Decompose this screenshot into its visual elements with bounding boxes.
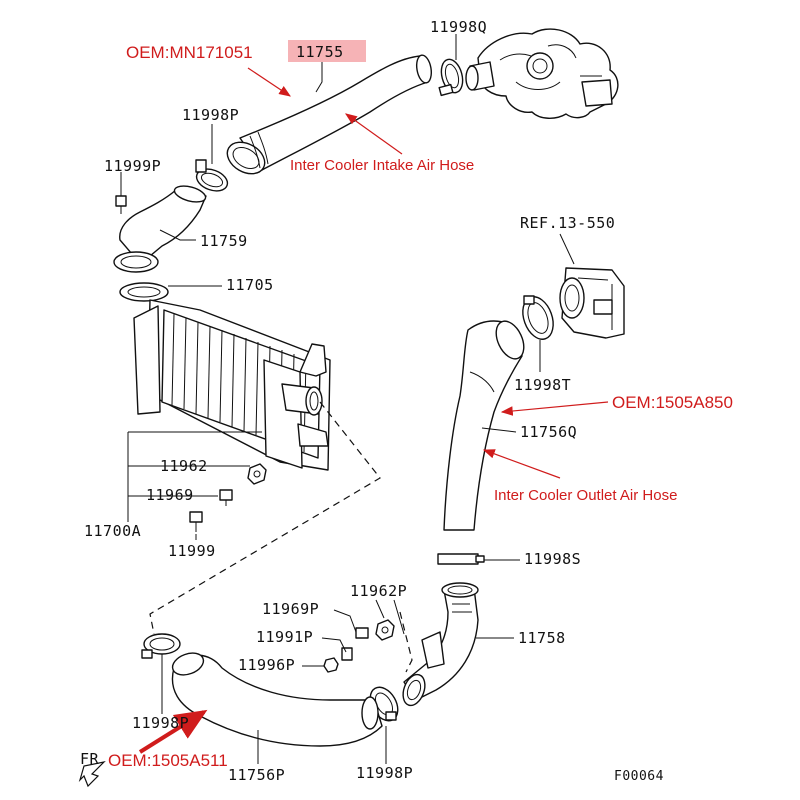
front-marker-label: FR <box>80 750 100 768</box>
label-11998p-bottom: 11998P <box>356 764 413 782</box>
bolt-11999 <box>189 511 203 532</box>
label-11996p: 11996P <box>238 656 295 674</box>
hose-clamp-11998t <box>522 295 554 340</box>
label-11756q: 11756Q <box>520 423 577 441</box>
label-11969p: 11969P <box>262 600 319 618</box>
label-11998p-top: 11998P <box>182 106 239 124</box>
label-11755: 11755 <box>296 43 344 61</box>
front-direction-arrow <box>78 761 106 788</box>
figure-code: F00064 <box>614 769 664 784</box>
oem-label-intake: OEM:MN171051 <box>126 43 253 62</box>
annotation-intake-hose: Inter Cooler Intake Air Hose <box>290 157 474 174</box>
label-11759: 11759 <box>200 232 248 250</box>
label-11999: 11999 <box>168 542 216 560</box>
label-11998q: 11998Q <box>430 18 487 36</box>
hose-clamp-11998p-upper <box>195 159 229 192</box>
label-11962: 11962 <box>160 457 208 475</box>
hose-clamp-11998q <box>438 58 464 97</box>
turbocharger <box>465 28 619 119</box>
label-11756p: 11756P <box>228 766 285 784</box>
label-11998t: 11998T <box>514 376 571 394</box>
gasket-11705 <box>119 282 169 302</box>
intake-air-hose-11755 <box>226 54 433 175</box>
hose-clamp-11998p-left <box>141 633 181 659</box>
nut-11962 <box>247 463 267 485</box>
bolt-11969p <box>355 627 369 639</box>
oem-label-lower: OEM:1505A511 <box>108 751 228 770</box>
label-11758: 11758 <box>518 629 566 647</box>
annotation-outlet-hose: Inter Cooler Outlet Air Hose <box>494 487 677 504</box>
label-11998p-left: 11998P <box>132 714 189 732</box>
label-11998s: 11998S <box>524 550 581 568</box>
part-11755-highlight <box>288 40 366 62</box>
intercooler-11700a <box>133 299 331 471</box>
annotation-arrows <box>138 67 609 754</box>
label-11999p: 11999P <box>104 157 161 175</box>
intercooler-pipe-11758 <box>402 582 479 707</box>
nut-11962p <box>375 619 395 641</box>
intercooler-pipe-11759 <box>113 185 207 273</box>
flow-line-intercooler-to-lower-hose <box>149 401 381 635</box>
label-ref-13-550: REF.13-550 <box>520 214 615 232</box>
nut-11996p <box>323 657 339 673</box>
outlet-air-hose-11756q <box>443 320 525 531</box>
label-11962p: 11962P <box>350 582 407 600</box>
collar-11991p <box>341 647 353 661</box>
leader-lines <box>120 34 575 764</box>
label-11705: 11705 <box>226 276 274 294</box>
label-11969: 11969 <box>146 486 194 504</box>
flow-line-pipe-bracket <box>399 611 413 673</box>
oem-label-outlet: OEM:1505A850 <box>612 393 733 412</box>
hose-clamp-11998s <box>437 553 485 565</box>
bolt-11969 <box>219 489 233 506</box>
bolt-11999p <box>115 195 127 214</box>
label-11700a: 11700A <box>84 522 141 540</box>
label-11991p: 11991P <box>256 628 313 646</box>
throttle-body-ref <box>559 267 625 339</box>
